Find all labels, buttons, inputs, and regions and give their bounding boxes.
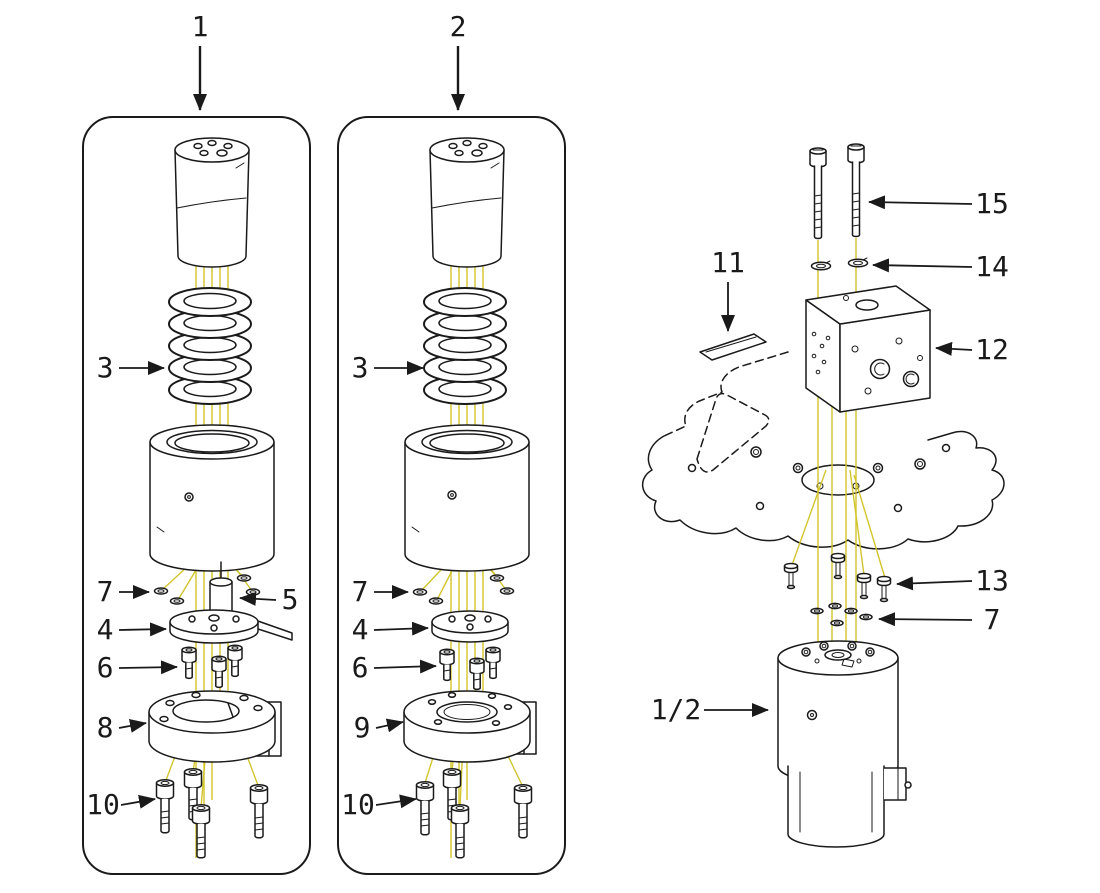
callout-label-1: 1 [192, 10, 209, 43]
part-screws-panel1 [181, 644, 243, 689]
callout-leader-7-right [878, 612, 973, 627]
part-cartridge-panel2 [429, 137, 505, 268]
callout-leader-9-p2 [375, 718, 404, 733]
callout-label-12: 12 [975, 333, 1009, 366]
callout-leader-12 [935, 341, 973, 356]
part-screws-15 [809, 143, 865, 240]
part-cylinder-assembly [777, 640, 912, 848]
callout-label-7-right: 7 [984, 603, 1001, 636]
part-screws-panel2 [439, 646, 501, 691]
callout-label-11: 11 [711, 246, 745, 279]
part-housing-panel2 [404, 424, 530, 572]
callout-label-15: 15 [975, 187, 1009, 220]
part-flange-panel2 [403, 690, 537, 763]
panel-1-parts [148, 137, 293, 859]
callout-leader-10-p1 [120, 794, 156, 809]
callout-label-4-p2: 4 [352, 613, 369, 646]
part-housing-panel1 [149, 424, 275, 572]
part-cartridge-panel1 [174, 137, 250, 268]
callout-leader-15 [868, 195, 973, 210]
callout-leader-6-p1 [118, 660, 178, 675]
part-bolts-panel1 [155, 768, 269, 859]
callout-leader-13 [896, 576, 973, 591]
callout-label-8-p1: 8 [97, 711, 114, 744]
callout-label-4-p1: 4 [97, 613, 114, 646]
callout-leader-5-p1 [239, 591, 277, 606]
callout-label-10-p2: 10 [341, 788, 375, 821]
part-washers-7-right [810, 602, 873, 627]
callout-label-7-p2: 7 [352, 575, 369, 608]
part-flange-panel1 [148, 690, 282, 763]
callout-label-3-p1: 3 [97, 351, 114, 384]
callout-leader-14 [872, 258, 973, 273]
callout-leader-4-p1 [118, 622, 167, 637]
part-lockwashers-14 [810, 257, 869, 271]
callout-label-6-p1: 6 [97, 651, 114, 684]
callout-label-9-p2: 9 [354, 711, 371, 744]
callout-label-13: 13 [975, 564, 1009, 597]
callout-leader-8-p1 [118, 719, 147, 733]
callout-label-7-p1: 7 [97, 575, 114, 608]
part-ring-stack-panel2 [423, 287, 507, 405]
part-mounting-plate [642, 333, 1005, 550]
callout-label-14: 14 [975, 250, 1009, 283]
callout-label-6-p2: 6 [352, 651, 369, 684]
part-washers-panel2 [412, 574, 515, 605]
callout-label-5-p1: 5 [282, 583, 299, 616]
callout-label-3-p2: 3 [352, 351, 369, 384]
callouts: 1 2 3 7 5 4 6 8 10 3 7 4 6 9 10 15 14 11 [86, 10, 1009, 821]
part-disc-panel2 [431, 610, 509, 643]
callout-label-1-2: 1/2 [651, 693, 702, 726]
part-bolts-panel2 [415, 768, 533, 859]
part-disc-panel1 [169, 609, 293, 644]
part-ring-stack-panel1 [168, 287, 252, 405]
panel-2-parts [403, 137, 537, 859]
part-screws-13 [783, 552, 892, 603]
callout-leader-4-p2 [373, 621, 429, 636]
callout-label-10-p1: 10 [86, 788, 120, 821]
callout-label-2: 2 [450, 10, 467, 43]
callout-leader-6-p2 [373, 659, 437, 674]
part-manifold-block [805, 285, 931, 413]
callout-leader-10-p2 [375, 794, 417, 809]
